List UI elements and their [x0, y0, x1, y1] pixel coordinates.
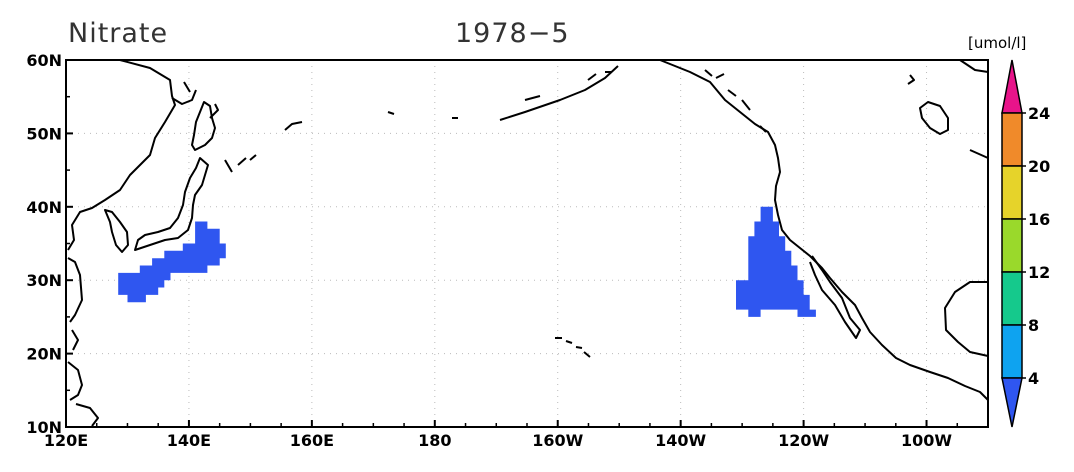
lon-tick-label: 160E	[290, 431, 334, 450]
colorbar-tick-label: 20	[1028, 157, 1050, 176]
lat-tick-label: 60N	[26, 51, 62, 70]
lon-tick-label: 120E	[44, 431, 88, 450]
colorbar-top-triangle	[1001, 59, 1023, 114]
colorbar-bottom-triangle	[1001, 377, 1023, 428]
lon-tick-label: 140E	[167, 431, 211, 450]
coastline-kuril	[209, 103, 257, 173]
colorbar-tick-label: 16	[1028, 210, 1050, 229]
colorbar-segment	[1001, 112, 1023, 167]
lon-tick-label: 120W	[778, 431, 829, 450]
lon-tick-label: 160W	[532, 431, 583, 450]
lon-tick-label: 100W	[901, 431, 952, 450]
coastline-aleutians	[284, 65, 619, 131]
colorbar-segment	[1001, 324, 1023, 379]
colorbar-segment	[1001, 165, 1023, 220]
coastline-sakhalin	[171, 81, 197, 105]
coastline-alaska	[704, 69, 767, 133]
colorbar-tick-label: 4	[1028, 369, 1039, 388]
coastlines	[67, 59, 989, 427]
nitrate-cell-region	[118, 221, 226, 303]
coastline-hawaii	[555, 337, 591, 358]
colorbar: 4 8 12 16 20 24	[1001, 59, 1050, 428]
colorbar-segment	[1001, 271, 1023, 326]
coastline-korea	[104, 209, 129, 253]
lat-tick-label: 20N	[26, 345, 62, 364]
colorbar-tick-label: 8	[1028, 316, 1039, 335]
nitrate-cell-region	[736, 206, 816, 317]
coastline-gulf	[944, 281, 989, 357]
coastline-baja	[809, 255, 861, 339]
lat-tick-label: 10N	[26, 418, 62, 437]
colorbar-segment	[1001, 218, 1023, 273]
colorbar-unit-label: [umol/l]	[968, 34, 1026, 52]
lat-tick-label: 40N	[26, 198, 62, 217]
coastline-asia	[67, 59, 176, 251]
nitrate-data-cells	[118, 206, 816, 317]
coastline-hudson	[907, 59, 989, 159]
coastline-hokkaido	[191, 101, 216, 151]
map-title-date: 1978−5	[455, 18, 570, 49]
colorbar-tick-label: 12	[1028, 263, 1050, 282]
colorbar-tick-label: 24	[1028, 104, 1050, 123]
lon-tick-label: 140W	[655, 431, 706, 450]
coastline-japan	[134, 157, 209, 251]
lon-tick-label: 180	[418, 431, 451, 450]
axis-ticks: 120E 140E 160E 180 160W 140W 120W 100W 10N 20N 30N…	[26, 51, 959, 450]
map-title-variable: Nitrate	[68, 18, 168, 49]
coastline-north-america	[659, 59, 989, 401]
lat-tick-label: 50N	[26, 124, 62, 143]
lat-tick-label: 30N	[26, 271, 62, 290]
coastline-asia-south	[67, 257, 99, 427]
graticule-grid	[66, 60, 988, 427]
